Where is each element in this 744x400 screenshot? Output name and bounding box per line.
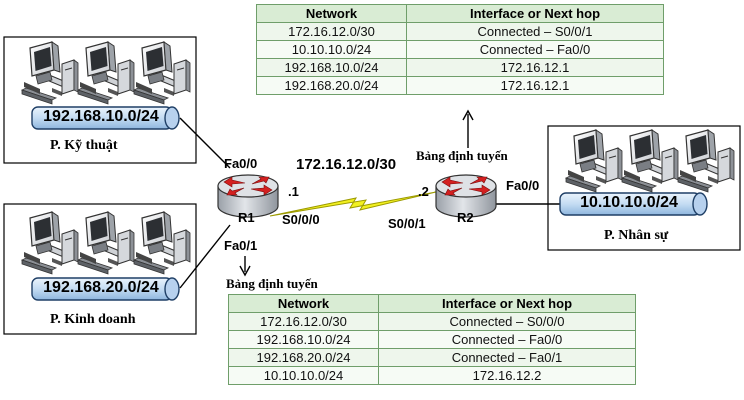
routing-table-r2: Network Interface or Next hop 172.16.12.…: [256, 4, 664, 95]
lan-tube-nhan-su: [559, 192, 708, 216]
r2-serial-ip: .2: [418, 184, 429, 199]
table-header: Network: [228, 294, 379, 313]
table-cell: 192.168.10.0/24: [228, 330, 379, 349]
table-cell: 192.168.20.0/24: [228, 348, 379, 367]
network-label-nhan-su: 10.10.10.0/24: [580, 194, 678, 211]
r1-serial-ip: .1: [288, 184, 299, 199]
r1-port-s000: S0/0/0: [282, 212, 320, 227]
network-label-ky-thuat: 192.168.10.0/24: [43, 108, 159, 125]
routing-table-r1: Network Interface or Next hop 172.16.12.…: [228, 294, 636, 385]
network-label-kinh-doanh: 192.168.20.0/24: [43, 279, 159, 296]
table-cell: Connected – Fa0/0: [406, 40, 664, 59]
r1-port-fa01: Fa0/1: [224, 238, 258, 253]
dept-name-nhan-su: P. Nhân sự: [604, 228, 669, 243]
table-cell: 172.16.12.2: [378, 366, 636, 385]
table-header: Interface or Next hop: [378, 294, 636, 313]
routing-table-caption-r1: Bảng định tuyến: [226, 276, 318, 291]
dept-name-ky-thuat: P. Kỹ thuật: [50, 138, 118, 153]
table-header: Network: [256, 4, 407, 23]
table-cell: 192.168.10.0/24: [256, 58, 407, 77]
router-r2-label: R2: [457, 210, 474, 225]
lan-tube-kinh-doanh: [31, 277, 180, 301]
table-header: Interface or Next hop: [406, 4, 664, 23]
table-cell: Connected – Fa0/0: [378, 330, 636, 349]
wan-network-label: 172.16.12.0/30: [296, 156, 397, 173]
r2-port-s001: S0/0/1: [388, 216, 426, 231]
table-cell: Connected – Fa0/1: [378, 348, 636, 367]
table-cell: 10.10.10.0/24: [228, 366, 379, 385]
table-cell: 10.10.10.0/24: [256, 40, 407, 59]
r1-port-fa00: Fa0/0: [224, 156, 258, 171]
table-cell: 172.16.12.0/30: [256, 22, 407, 41]
lan-tube-ky-thuat: [31, 106, 180, 130]
link-r1-ky-thuat: [179, 117, 231, 169]
router-r1-label: R1: [238, 210, 255, 225]
arrow-up-icon: [462, 109, 474, 148]
r2-port-fa00: Fa0/0: [506, 178, 540, 193]
table-cell: Connected – S0/0/1: [406, 22, 664, 41]
table-cell: Connected – S0/0/0: [378, 312, 636, 331]
table-cell: 172.16.12.1: [406, 76, 664, 95]
routing-table-caption-r2: Bảng định tuyến: [416, 148, 508, 163]
arrow-down-icon: [239, 256, 251, 277]
dept-name-kinh-doanh: P. Kinh doanh: [50, 312, 136, 327]
link-r1-kinh-doanh: [179, 224, 231, 289]
table-cell: 192.168.20.0/24: [256, 76, 407, 95]
table-cell: 172.16.12.1: [406, 58, 664, 77]
table-cell: 172.16.12.0/30: [228, 312, 379, 331]
